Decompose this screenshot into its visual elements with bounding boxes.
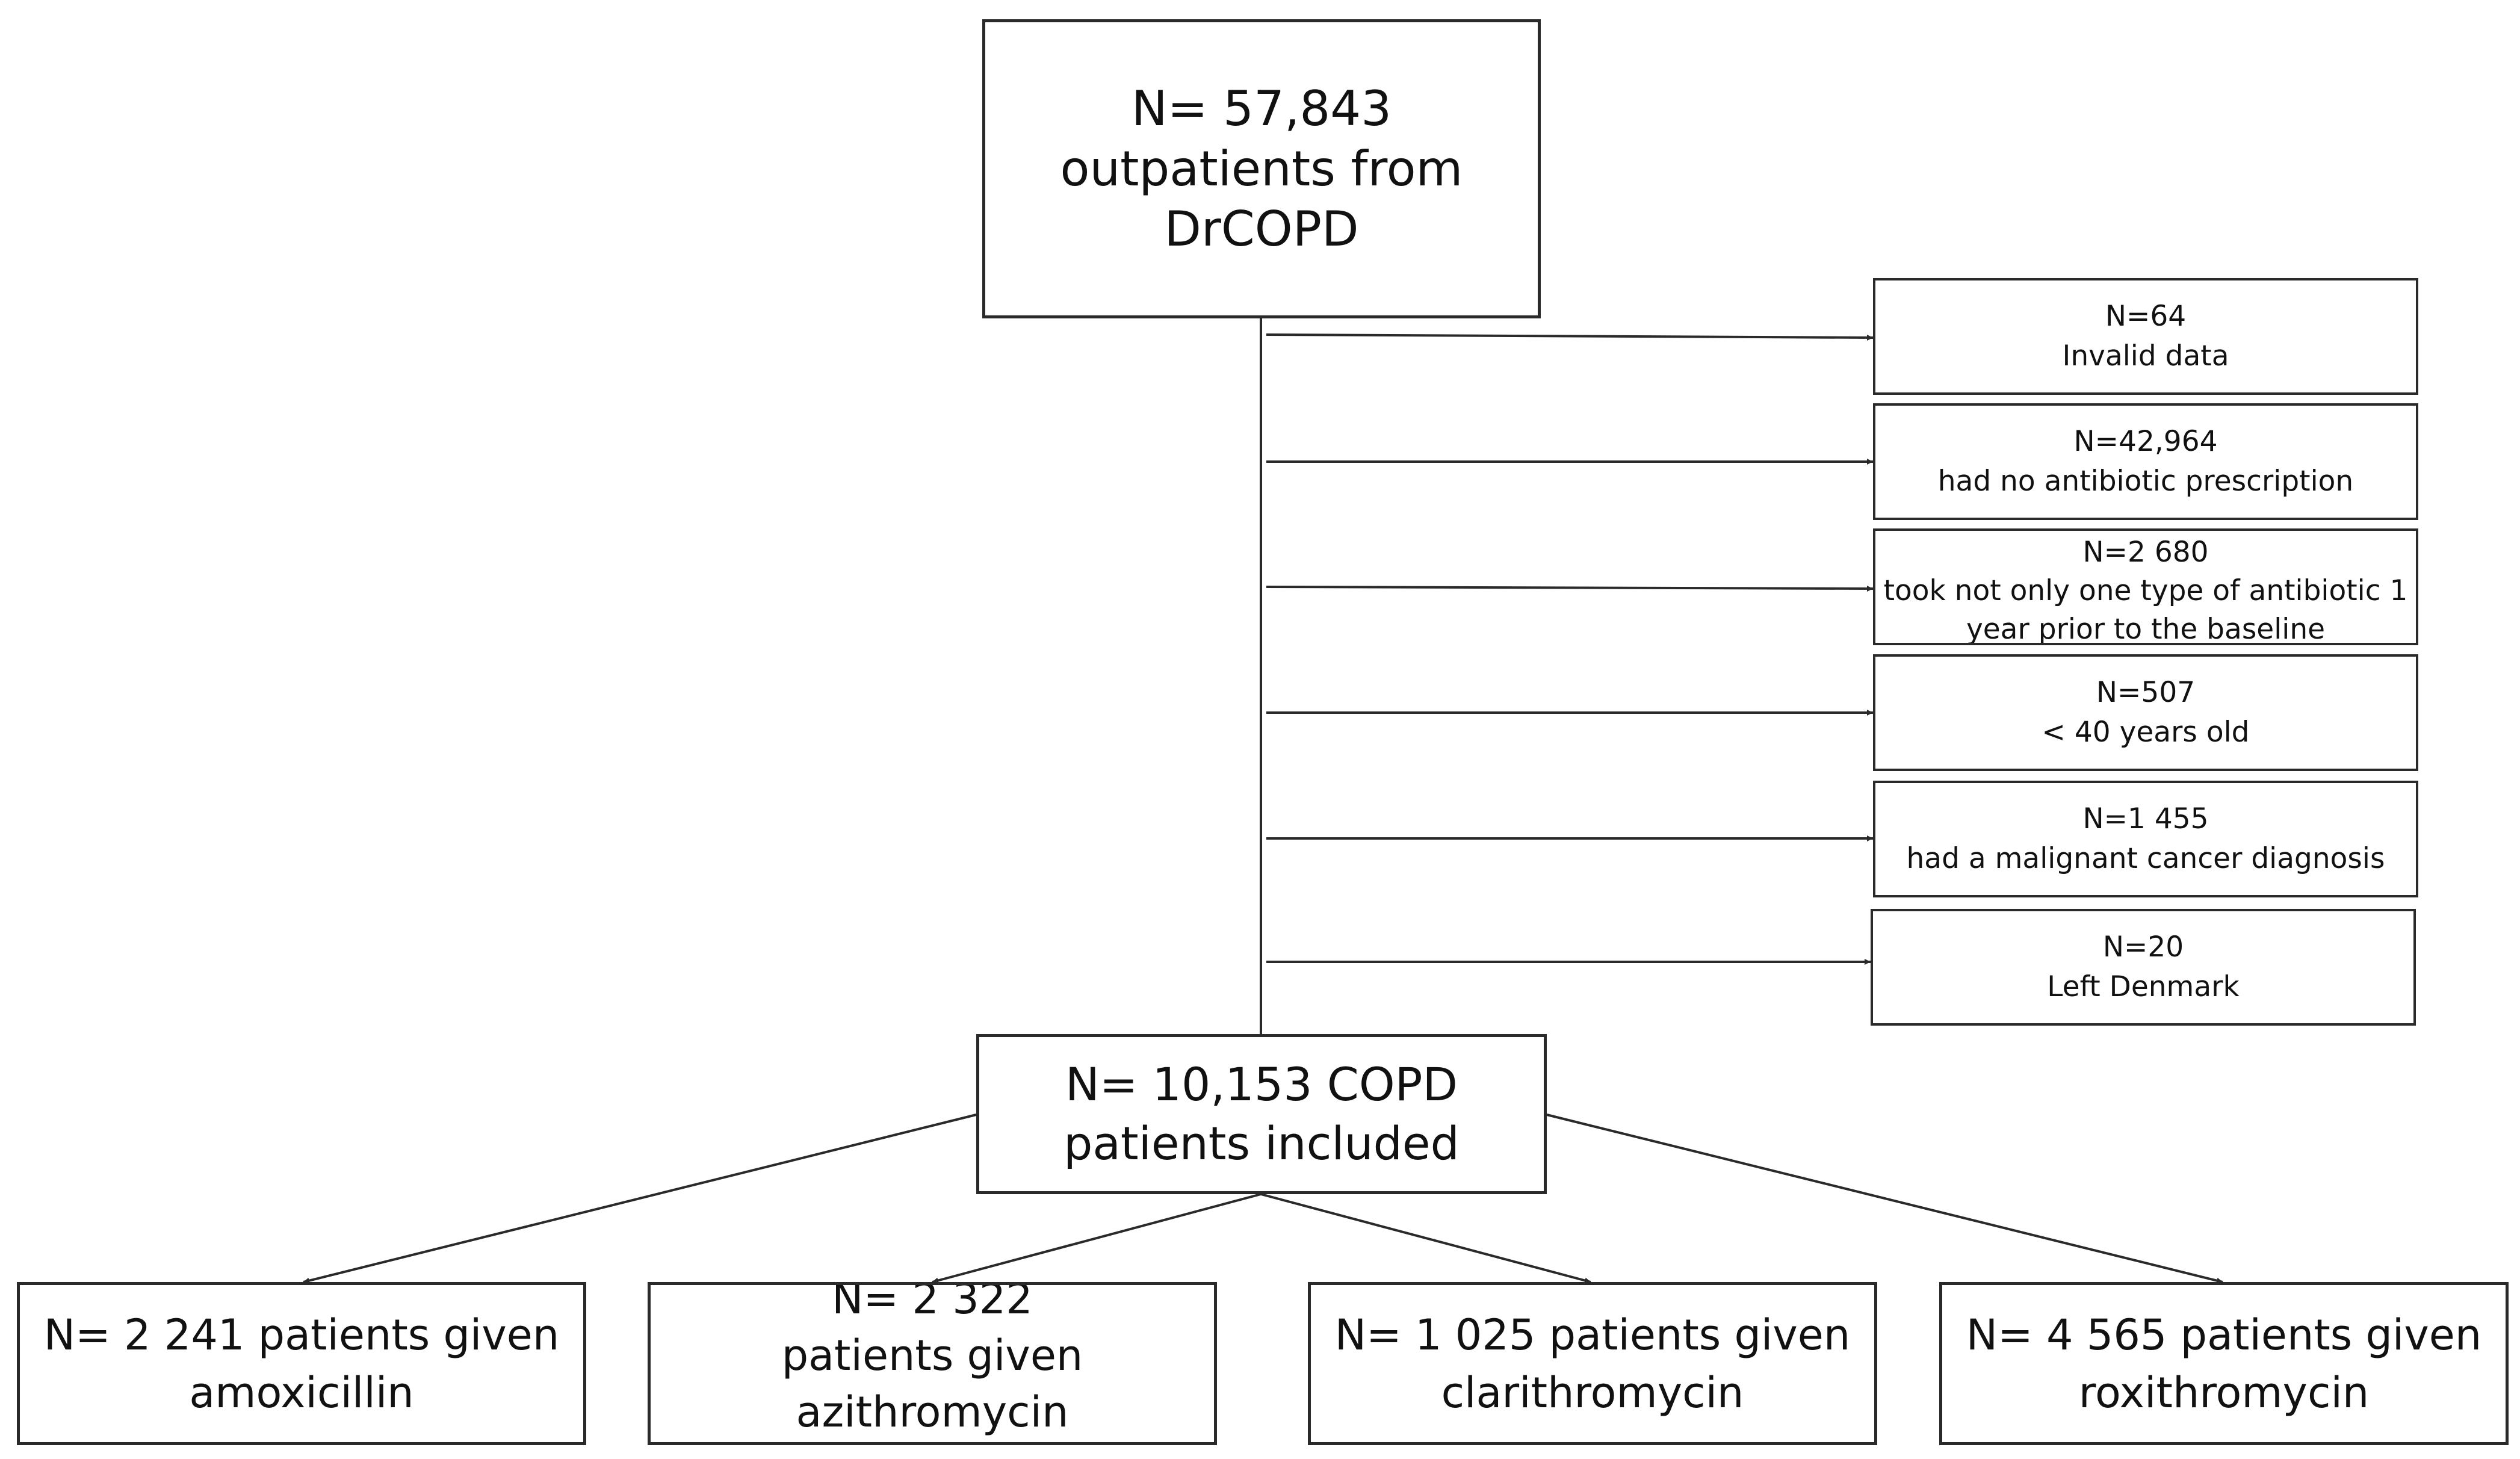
- source-count: N= 57,843: [1131, 80, 1392, 137]
- arm-drug: azithromycin: [796, 1387, 1069, 1437]
- arm-box-clarithromycin: N= 1 025 patients given clarithromycin: [1308, 1282, 1877, 1445]
- arm-box-roxithromycin: N= 4 565 patients given roxithromycin: [1939, 1282, 2509, 1445]
- exclusion-count: N=64: [2105, 300, 2187, 333]
- arm-count: N= 2 241 patients given: [43, 1310, 560, 1360]
- included-patients-box: N= 10,153 COPD patients included: [976, 1034, 1547, 1194]
- exclusion-arrow: [1266, 333, 1874, 341]
- exclusion-count: N=42,964: [2073, 425, 2218, 458]
- exclusion-reason: had no antibiotic prescription: [1937, 465, 2354, 498]
- exclusion-box-invalid-data: N=64 Invalid data: [1873, 278, 2418, 395]
- exclusion-count: N=507: [2096, 676, 2196, 709]
- exclusion-box-multiple-antibiotics: N=2 680 took not only one type of antibi…: [1873, 528, 2418, 645]
- exclusion-count: N=20: [2102, 931, 2184, 964]
- exclusion-reason: took not only one type of antibiotic 1: [1883, 574, 2408, 607]
- arm-count: N= 2 322: [832, 1282, 1033, 1324]
- source-label: outpatients from DrCOPD: [1060, 140, 1463, 257]
- exclusion-reason: had a malignant cancer diagnosis: [1906, 842, 2385, 875]
- arm-box-amoxicillin: N= 2 241 patients given amoxicillin: [17, 1282, 586, 1445]
- arm-box-azithromycin: N= 2 322 patients given azithromycin: [648, 1282, 1217, 1445]
- exclusion-reason: Invalid data: [2062, 339, 2229, 373]
- arm-count: N= 1 025 patients given: [1334, 1310, 1851, 1360]
- exclusion-box-no-antibiotic: N=42,964 had no antibiotic prescription: [1873, 403, 2418, 520]
- exclusion-box-cancer: N=1 455 had a malignant cancer diagnosis: [1873, 781, 2418, 897]
- exclusion-box-left-denmark: N=20 Left Denmark: [1871, 909, 2416, 1026]
- arm-label: patients given: [781, 1331, 1083, 1380]
- exclusion-box-age: N=507 < 40 years old: [1873, 654, 2418, 771]
- exclusion-reason: year prior to the baseline: [1966, 613, 2326, 645]
- arm-arrow: [932, 1193, 1262, 1284]
- included-count: N= 10,153 COPD: [1065, 1058, 1458, 1111]
- arm-arrow: [303, 1114, 977, 1284]
- arm-drug: roxithromycin: [2078, 1368, 2370, 1417]
- exclusion-reason: Left Denmark: [2047, 970, 2240, 1003]
- arm-drug: clarithromycin: [1441, 1368, 1744, 1417]
- arm-count: N= 4 565 patients given: [1966, 1310, 2482, 1360]
- exclusion-count: N=1 455: [2082, 802, 2209, 835]
- exclusion-reason: < 40 years old: [2042, 716, 2250, 749]
- included-label: patients included: [1063, 1117, 1460, 1170]
- arm-arrow: [1546, 1114, 2223, 1284]
- exclusion-arrow: [1266, 585, 1874, 592]
- arm-arrow: [1260, 1193, 1591, 1284]
- arm-drug: amoxicillin: [189, 1368, 414, 1417]
- exclusion-count: N=2 680: [2082, 536, 2209, 569]
- source-population-box: N= 57,843 outpatients from DrCOPD: [982, 19, 1541, 318]
